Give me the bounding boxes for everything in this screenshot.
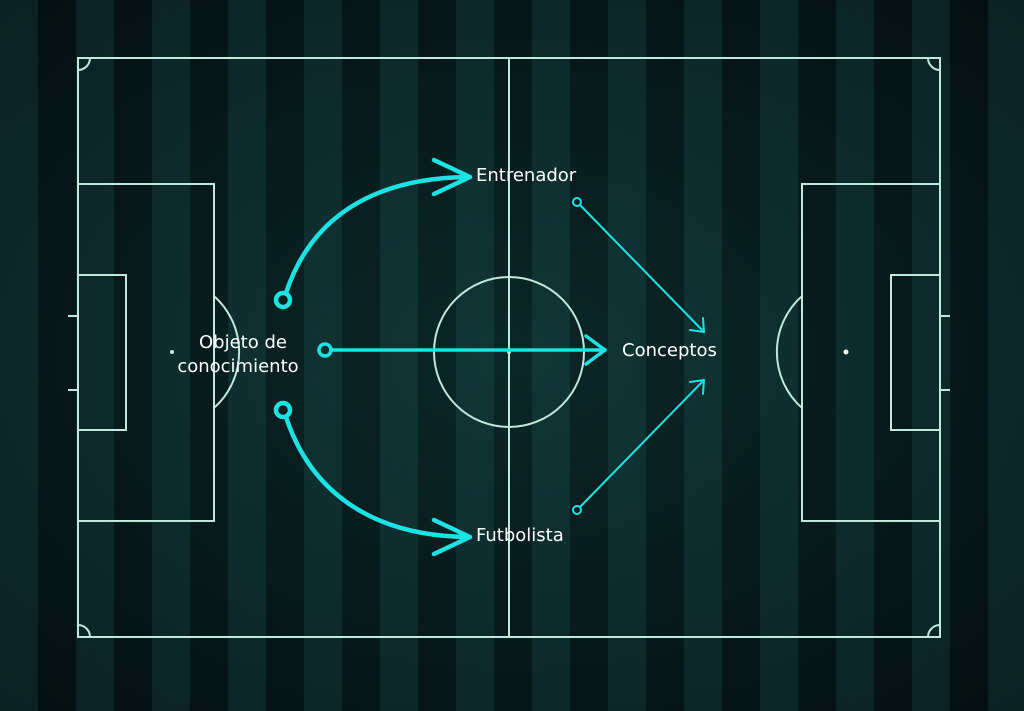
arrow-player-to-concepts (572, 379, 705, 515)
right-penalty-spot (843, 349, 849, 355)
corner-arc (927, 57, 941, 71)
label-knowledge-object-line2: conocimiento (177, 356, 299, 377)
arrow-to-coach (273, 157, 473, 310)
corner-arc (77, 624, 91, 638)
left-penalty-spot (170, 350, 174, 354)
corner-arc (927, 624, 941, 638)
center-circle (433, 276, 585, 428)
right-penalty-box (801, 183, 941, 522)
arrow-to-concepts (317, 334, 607, 366)
left-penalty-arc (213, 295, 241, 409)
right-goal-box (890, 274, 941, 431)
label-concepts: Conceptos (622, 340, 717, 361)
label-coach: Entrenador (476, 165, 577, 186)
right-penalty-arc (775, 295, 803, 409)
label-knowledge-object: Objeto de conocimiento (163, 331, 313, 379)
left-goal-box (77, 274, 127, 431)
arrow-coach-to-concepts (572, 197, 705, 333)
label-knowledge-object-line1: Objeto de (199, 332, 287, 353)
arrow-to-player (273, 400, 473, 557)
corner-arc (77, 57, 91, 71)
label-player: Futbolista (476, 525, 564, 546)
